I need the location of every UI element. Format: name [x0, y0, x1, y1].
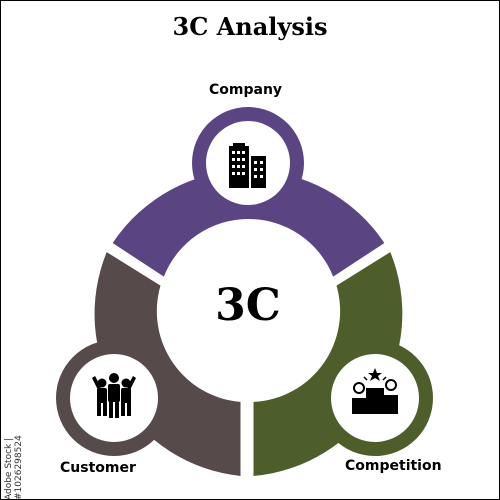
podium-icon: [352, 368, 398, 414]
stock-id-text: Adobe Stock | #1026298524: [4, 435, 24, 500]
customer-segment: [94, 252, 241, 476]
company-label: Company: [209, 82, 283, 98]
center-label: 3C: [215, 280, 281, 331]
competition-label: Competition: [345, 458, 442, 474]
people-group-icon: [92, 373, 136, 418]
competition-segment: [253, 252, 403, 476]
buildings-icon: [229, 143, 266, 188]
customer-label: Customer: [60, 460, 136, 476]
company-segment: [112, 170, 385, 277]
diagram-title: 3C Analysis: [172, 12, 328, 41]
